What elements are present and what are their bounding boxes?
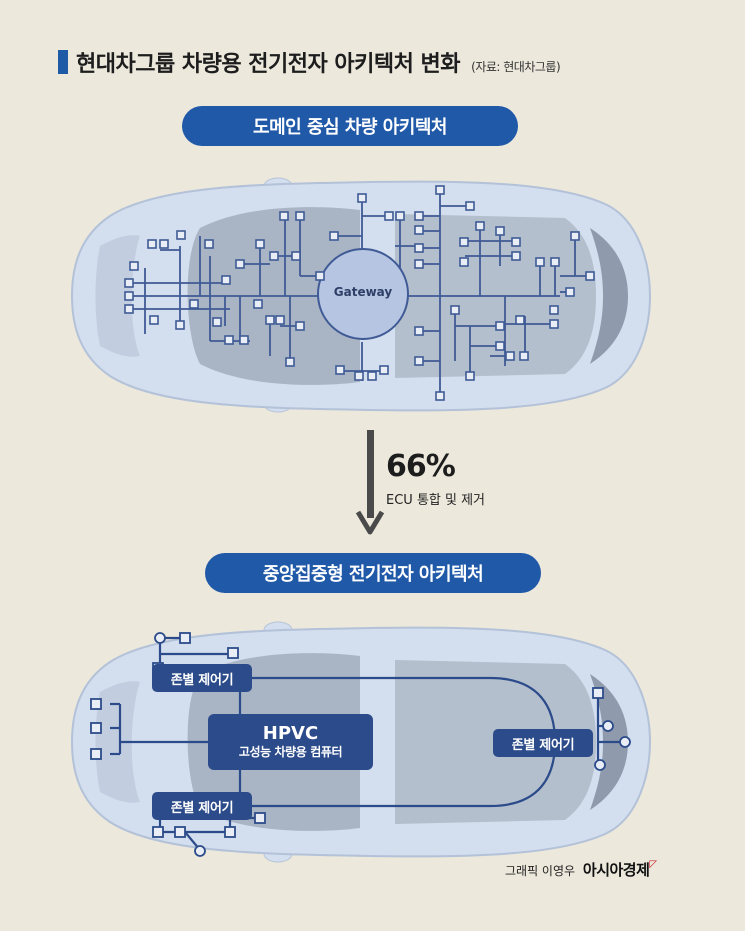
zone-controller-right: 존별 제어기 bbox=[493, 729, 593, 757]
hpvc-box: HPVC 고성능 차량용 컴퓨터 bbox=[208, 714, 373, 770]
centralized-architecture-pill: 중앙집중형 전기전자 아키텍처 bbox=[205, 553, 541, 593]
title-accent-bar bbox=[58, 50, 68, 74]
page-title-text: 현대차그룹 차량용 전기전자 아키텍처 변화 bbox=[76, 52, 460, 77]
page-title: 현대차그룹 차량용 전기전자 아키텍처 변화 (자료: 현대차그룹) bbox=[76, 46, 561, 78]
domain-architecture-car bbox=[70, 177, 652, 413]
ecu-reduction-caption: ECU 통합 및 제거 bbox=[386, 493, 486, 508]
ecu-reduction-percent: 66% bbox=[386, 449, 456, 484]
title-source: (자료: 현대차그룹) bbox=[471, 60, 561, 74]
graphic-credit: 그래픽 이영우 아시아경제◸ bbox=[505, 859, 657, 880]
brand-mark-icon: ◸ bbox=[649, 859, 658, 870]
credit-prefix: 그래픽 이영우 bbox=[505, 864, 576, 878]
gateway-label: Gateway bbox=[333, 285, 393, 299]
hpvc-title: HPVC bbox=[262, 723, 319, 744]
zone-controller-rear-left: 존별 제어기 bbox=[152, 792, 252, 820]
domain-architecture-pill: 도메인 중심 차량 아키텍처 bbox=[182, 106, 518, 146]
credit-brand: 아시아경제 bbox=[582, 861, 650, 879]
down-arrow-icon bbox=[355, 430, 385, 535]
zone-controller-front-left: 존별 제어기 bbox=[152, 664, 252, 692]
hpvc-subtitle: 고성능 차량용 컴퓨터 bbox=[238, 745, 343, 759]
